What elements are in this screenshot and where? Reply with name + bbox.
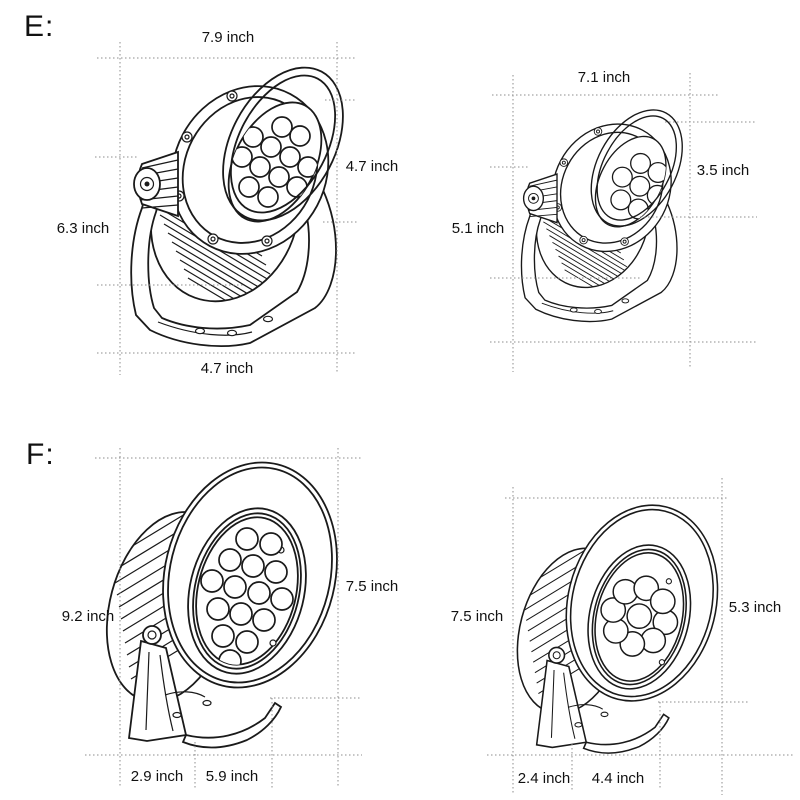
spotlight-drawing-f-small [507,490,742,777]
spotlight-drawing-e-small [490,93,702,351]
dim-label-f-large-left: 9.2 inch [61,608,115,625]
led-array-f-small [600,575,679,657]
dim-label-f-small-bottom-left: 2.4 inch [517,770,571,787]
led-array-e-large [231,116,319,208]
section-label-f: F: [26,438,55,471]
dim-label-e-large-bottom: 4.7 inch [200,360,254,377]
dim-label-e-small-left: 5.1 inch [451,220,505,237]
spotlight-drawing-e-large [90,46,369,385]
dim-label-e-large-top: 7.9 inch [201,29,255,46]
spotlight-drawing-f-large [95,445,365,775]
dim-label-f-small-left: 7.5 inch [450,608,504,625]
dim-label-f-small-bottom-right: 4.4 inch [591,770,645,787]
dim-label-f-large-bottom-left: 2.9 inch [130,768,184,785]
dim-label-f-large-right: 7.5 inch [345,578,399,595]
dim-label-e-large-right: 4.7 inch [345,158,399,175]
dim-label-e-large-left: 6.3 inch [56,220,110,237]
dim-label-f-small-right: 5.3 inch [728,599,782,616]
dim-label-e-small-top: 7.1 inch [577,69,631,86]
section-label-e: E: [24,10,55,43]
dim-label-e-small-right: 3.5 inch [696,162,750,179]
dim-label-f-large-bottom-right: 5.9 inch [205,768,259,785]
